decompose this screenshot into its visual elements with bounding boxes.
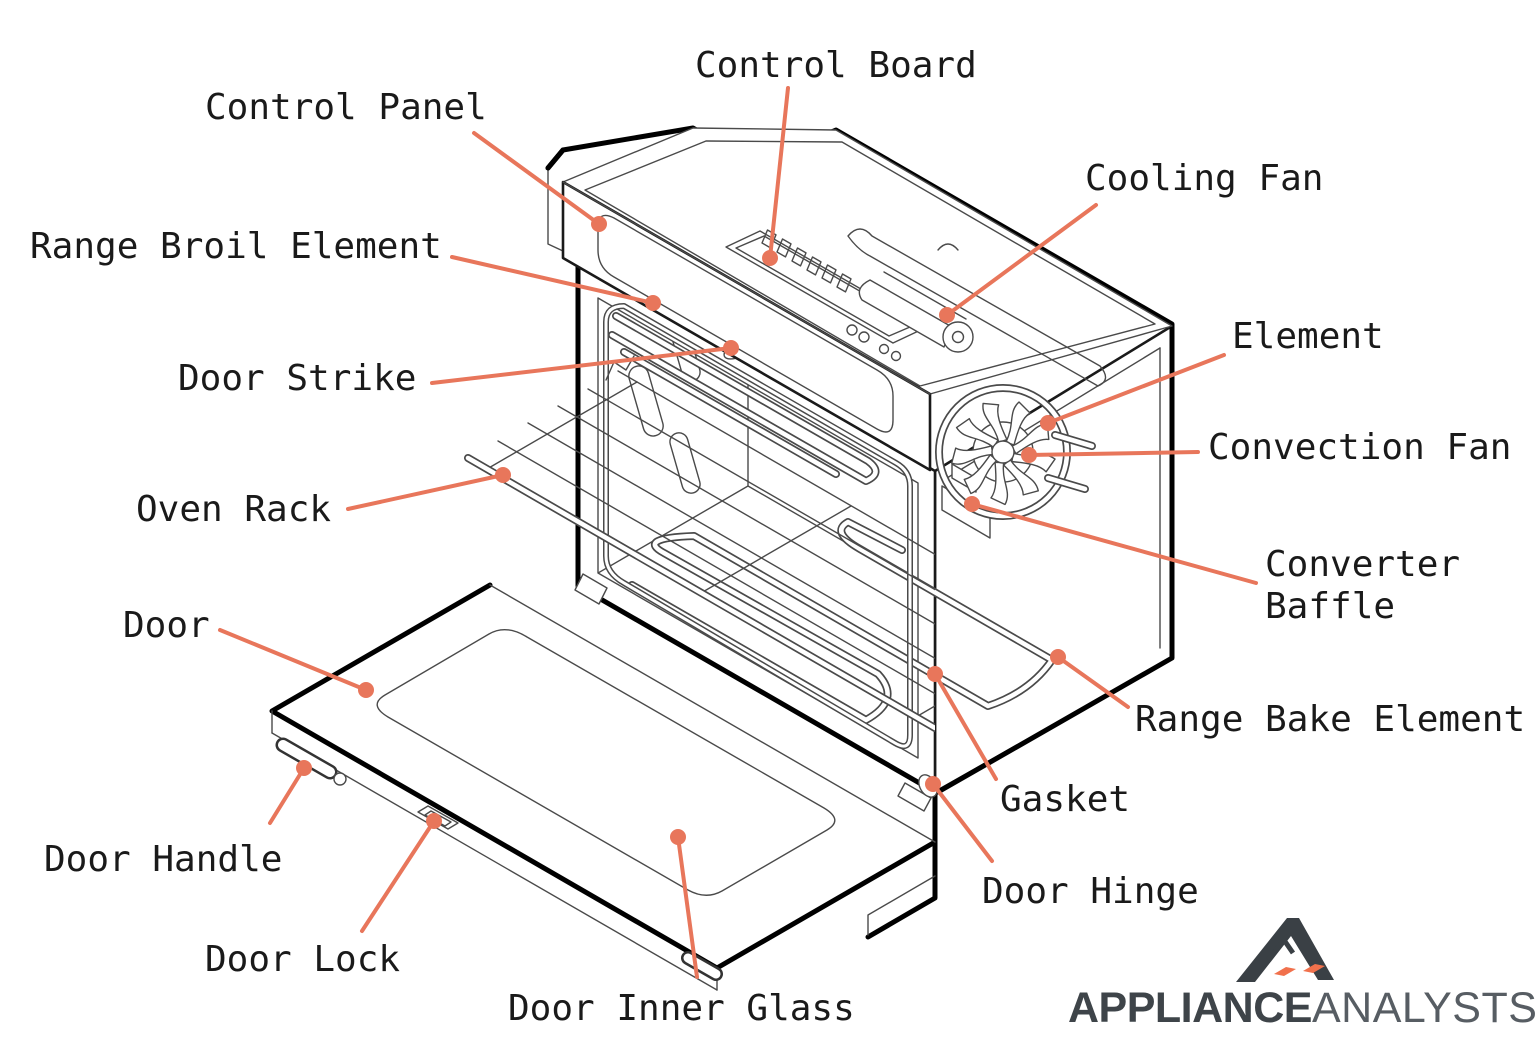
dot-gasket bbox=[927, 666, 943, 682]
logo-wordmark: APPLIANCEANALYSTS bbox=[1068, 984, 1536, 1032]
leader-door-lock bbox=[360, 819, 436, 933]
label-door-strike: Door Strike bbox=[178, 358, 416, 399]
label-door: Door bbox=[123, 605, 210, 646]
door-inner-glass-drawing bbox=[376, 629, 836, 896]
leader-door-inner-glass bbox=[676, 835, 699, 979]
label-element: Element bbox=[1232, 316, 1384, 357]
oven-rack-drawing bbox=[464, 355, 935, 732]
leader-range-broil-element bbox=[450, 255, 655, 305]
leader-door-handle bbox=[268, 766, 306, 825]
logo-mountain-icon bbox=[1236, 918, 1334, 982]
logo-diamond-left bbox=[1274, 967, 1296, 976]
control-panel-drawing bbox=[545, 147, 932, 472]
label-control-panel: Control Panel bbox=[205, 87, 487, 128]
label-door-lock: Door Lock bbox=[205, 939, 400, 980]
logo-text-light: ANALYSTS bbox=[1312, 984, 1536, 1032]
oven-drawing bbox=[269, 125, 1175, 991]
leader-door-hinge bbox=[931, 782, 994, 863]
gasket-drawing bbox=[603, 303, 913, 750]
dot-converter-baffle bbox=[964, 496, 980, 512]
dot-range-bake-element bbox=[1050, 649, 1066, 665]
dot-door-hinge bbox=[925, 776, 941, 792]
leader-convection-fan bbox=[1027, 450, 1200, 457]
dot-cooling-fan bbox=[939, 307, 955, 323]
dot-control-board bbox=[762, 250, 778, 266]
leader-cooling-fan bbox=[945, 203, 1098, 317]
label-range-bake-element: Range Bake Element bbox=[1135, 699, 1525, 740]
label-gasket: Gasket bbox=[1000, 779, 1130, 820]
label-oven-rack: Oven Rack bbox=[136, 489, 331, 530]
leader-oven-rack bbox=[346, 473, 505, 511]
door-foot bbox=[681, 951, 723, 981]
dot-control-panel bbox=[591, 216, 607, 232]
label-range-broil-element: Range Broil Element bbox=[30, 226, 442, 267]
leader-converter-baffle bbox=[970, 502, 1258, 585]
dot-door-strike bbox=[723, 340, 739, 356]
range-bake-element-drawing bbox=[628, 518, 1056, 724]
leader-door bbox=[218, 628, 368, 692]
dot-door-lock bbox=[426, 813, 442, 829]
label-door-handle: Door Handle bbox=[44, 839, 282, 880]
convection-fan-drawing bbox=[935, 384, 1096, 520]
label-converter-baffle-line2: Baffle bbox=[1265, 586, 1395, 627]
leader-control-board bbox=[768, 86, 790, 260]
dot-oven-rack bbox=[495, 467, 511, 483]
leader-gasket bbox=[933, 672, 998, 781]
label-cooling-fan: Cooling Fan bbox=[1085, 158, 1323, 199]
label-door-inner-glass: Door Inner Glass bbox=[508, 988, 855, 1029]
logo-inner-peak bbox=[1266, 935, 1296, 962]
dot-door-inner-glass bbox=[670, 829, 686, 845]
label-door-hinge: Door Hinge bbox=[982, 871, 1199, 912]
dot-door-handle bbox=[296, 760, 312, 776]
label-converter-baffle: Converter bbox=[1265, 544, 1460, 585]
element-drawing bbox=[935, 384, 1096, 520]
oven-top-assembly bbox=[562, 127, 1173, 395]
logo-text-bold: APPLIANCE bbox=[1068, 984, 1312, 1032]
dot-convection-fan bbox=[1021, 447, 1037, 463]
dot-door bbox=[358, 682, 374, 698]
brand-logo: APPLIANCEANALYSTS bbox=[1068, 918, 1536, 1032]
leader-door-strike bbox=[430, 346, 733, 385]
cooling-fan-drawing bbox=[858, 271, 974, 353]
logo-diamond-right bbox=[1303, 964, 1325, 973]
label-convection-fan: Convection Fan bbox=[1208, 427, 1511, 468]
logo-mountain-shape bbox=[1236, 918, 1334, 982]
leader-control-panel bbox=[472, 131, 601, 226]
label-control-board: Control Board bbox=[695, 45, 977, 86]
door-handle-drawing bbox=[275, 737, 347, 786]
leader-range-bake-element bbox=[1056, 655, 1130, 709]
range-broil-element-drawing bbox=[608, 312, 880, 485]
dot-element bbox=[1040, 415, 1056, 431]
oven-door-drawing bbox=[269, 582, 938, 991]
leader-element bbox=[1046, 353, 1226, 425]
dot-range-broil-element bbox=[645, 295, 661, 311]
